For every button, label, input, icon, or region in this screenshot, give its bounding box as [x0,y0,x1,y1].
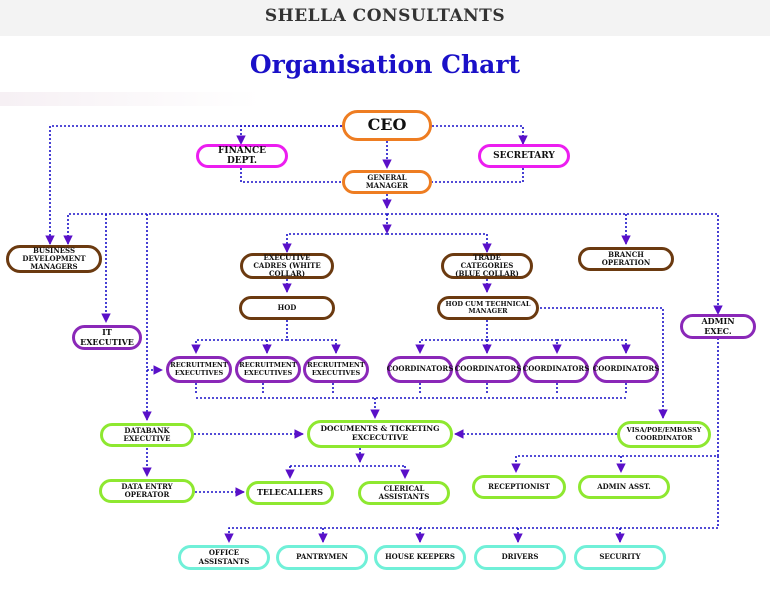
coordinators-box-3[interactable]: Coordinators [523,356,589,383]
office-assistants-box[interactable]: Office Assistants [178,545,270,570]
company-name: SHELLA CONSULTANTS [264,6,506,26]
drivers-box[interactable]: Drivers [474,545,566,570]
hod-box[interactable]: HOD [239,296,335,320]
coordinators-box-1[interactable]: Coordinators [387,356,453,383]
data-entry-operator-box[interactable]: Data Entry Operator [99,479,195,503]
link-gm-bus [63,213,387,245]
executive-cadres-box[interactable]: Executive Cadres (White Collar) [240,253,334,279]
link-finance-gm [240,168,342,183]
secretary-box[interactable]: Secretary [478,144,570,168]
link-admin-staff [224,456,719,543]
link-ceo-finance [236,125,342,145]
pantrymen-box[interactable]: Pantrymen [276,545,368,570]
link-hodtech-visa [540,307,668,419]
page-title: Organisation Chart [249,50,521,79]
telecallers-box[interactable]: Telecallers [246,481,334,505]
link-hodtech-coord3 [487,339,562,354]
admin-asst-box[interactable]: Admin Asst. [578,475,670,499]
recruitment-executives-box-2[interactable]: Recruitment Executives [235,356,301,383]
link-ceo-bdm [45,125,342,245]
link-split-trade [387,233,492,253]
link-hodtech-coord4 [557,339,631,354]
link-ceo-secretary [432,125,528,145]
link-hodtech-coord [415,320,488,354]
link-split-exec [282,233,387,253]
link-hod-rec [191,320,288,354]
admin-exec-box[interactable]: Admin Exec. [680,314,756,339]
databank-executive-box[interactable]: Databank Executive [100,423,194,447]
coordinators-box-4[interactable]: Coordinators [593,356,659,383]
coordinators-box-2[interactable]: Coordinators [455,356,521,383]
receptionist-box[interactable]: Receptionist [472,475,566,499]
clerical-assistants-box[interactable]: Clerical Assistants [358,481,450,505]
link-secretary-gm [432,168,524,183]
link-admin-right [511,338,719,473]
recruitment-executives-box-3[interactable]: Recruitment Executives [303,356,369,383]
it-executive-box[interactable]: IT Executive [72,325,142,350]
visa-poe-embassy-coordinator-box[interactable]: Visa/Poe/Embassy Coordinator [617,421,711,448]
documents-ticketing-executive-box[interactable]: Documents & Ticketing Excecutive [307,420,453,448]
house-keepers-box[interactable]: House Keepers [374,545,466,570]
recruitment-executives-box-1[interactable]: Recruitment Executives [166,356,232,383]
link-hod-rec3 [287,339,341,354]
general-manager-box[interactable]: General Manager [342,170,432,194]
security-box[interactable]: Security [574,545,666,570]
ceo-box[interactable]: CEO [342,110,432,141]
link-bus-right [387,213,723,315]
header-band [0,0,770,36]
decorative-band [0,92,260,106]
hod-technical-manager-box[interactable]: HOD cum Technical Manager [437,296,539,320]
finance-dept-box[interactable]: Finance Dept. [196,144,288,168]
trade-categories-box[interactable]: Trade Categories (Blue Collar) [441,253,533,279]
branch-operation-box[interactable]: Branch Operation [578,247,674,271]
business-development-managers-box[interactable]: Business Development Managers [6,245,102,273]
